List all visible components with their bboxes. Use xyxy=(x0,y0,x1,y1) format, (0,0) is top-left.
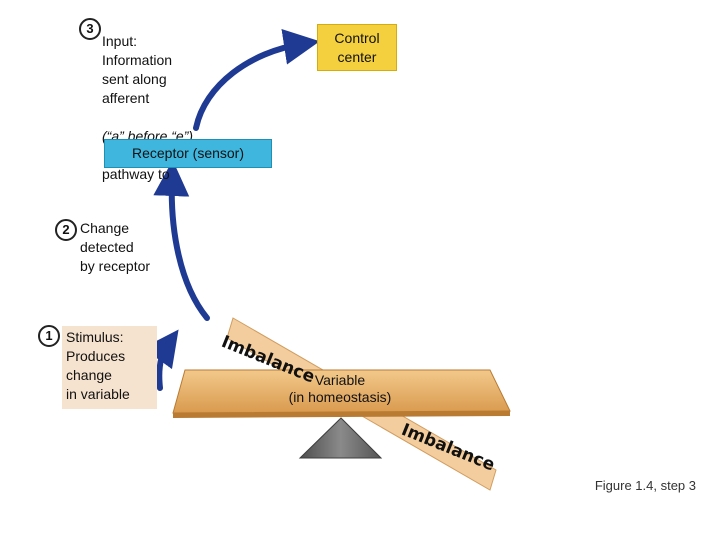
step-3-text-main: Input: Information sent along afferent xyxy=(102,33,173,106)
step-1-number: 1 xyxy=(38,325,60,347)
receptor-box: Receptor (sensor) xyxy=(104,139,272,168)
stimulus-box: Stimulus: Produces change in variable xyxy=(62,326,157,409)
level-board-edge xyxy=(173,411,510,418)
arrow-change-to-receptor xyxy=(153,160,210,321)
control-center-box: Control center xyxy=(317,24,397,71)
figure-caption: Figure 1.4, step 3 xyxy=(594,478,696,493)
variable-label: Variable (in homeostasis) xyxy=(288,372,392,405)
step-2-text: Change detected by receptor xyxy=(80,220,151,274)
step-3-text-end: pathway to xyxy=(102,166,170,182)
arrow-stimulus-to-change xyxy=(142,329,179,391)
arrow-input-to-control xyxy=(193,28,320,131)
fulcrum xyxy=(298,417,383,459)
step-3-number: 3 xyxy=(79,18,101,40)
step-2-number: 2 xyxy=(55,219,77,241)
